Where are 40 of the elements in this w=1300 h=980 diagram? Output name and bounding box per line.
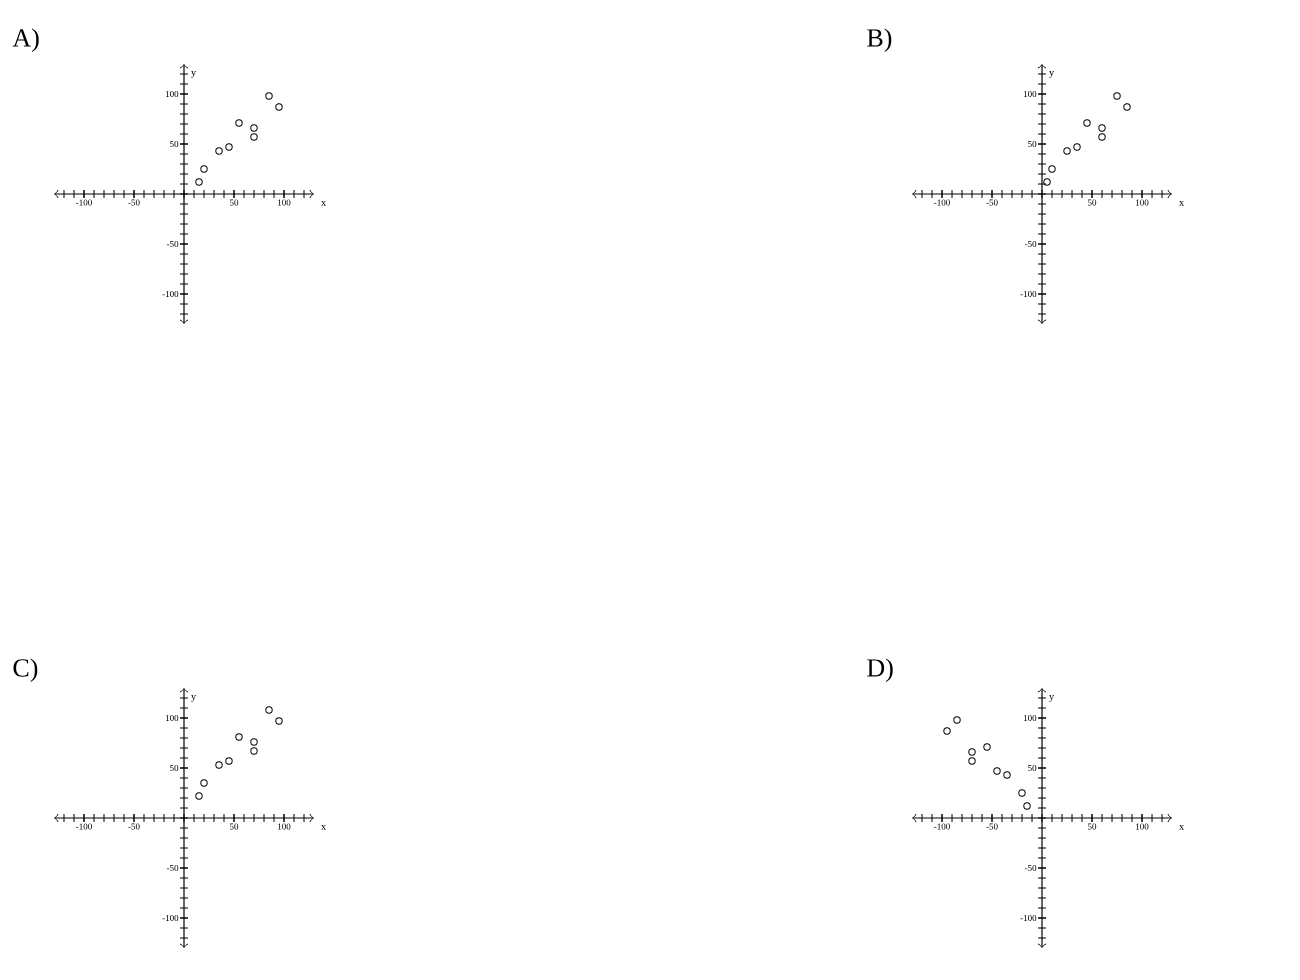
point — [250, 738, 258, 746]
point — [225, 143, 233, 151]
point — [265, 706, 273, 714]
panel-letter: A) — [12, 28, 39, 52]
point — [215, 761, 223, 769]
point — [265, 92, 273, 100]
point — [983, 743, 991, 751]
point — [968, 748, 976, 756]
point — [275, 103, 283, 111]
point — [275, 717, 283, 725]
panel-letter: B) — [867, 28, 892, 52]
point — [195, 792, 203, 800]
point — [225, 757, 233, 765]
point — [250, 124, 258, 132]
point — [1043, 178, 1051, 186]
point — [1113, 92, 1121, 100]
point — [1098, 124, 1106, 132]
point — [200, 165, 208, 173]
point — [1083, 119, 1091, 127]
point — [235, 733, 243, 741]
point — [195, 178, 203, 186]
panel-letter: D) — [867, 658, 893, 682]
point — [1018, 789, 1026, 797]
point — [200, 779, 208, 787]
point — [943, 727, 951, 735]
point — [250, 133, 258, 141]
panel-letter: C) — [13, 658, 38, 682]
point — [215, 147, 223, 155]
point — [1048, 165, 1056, 173]
point — [1073, 143, 1081, 151]
point — [1098, 133, 1106, 141]
point — [968, 757, 976, 765]
point — [1003, 771, 1011, 779]
point — [993, 767, 1001, 775]
point — [953, 716, 961, 724]
point — [1023, 802, 1031, 810]
point — [1063, 147, 1071, 155]
point — [250, 747, 258, 755]
point — [235, 119, 243, 127]
point — [1123, 103, 1131, 111]
